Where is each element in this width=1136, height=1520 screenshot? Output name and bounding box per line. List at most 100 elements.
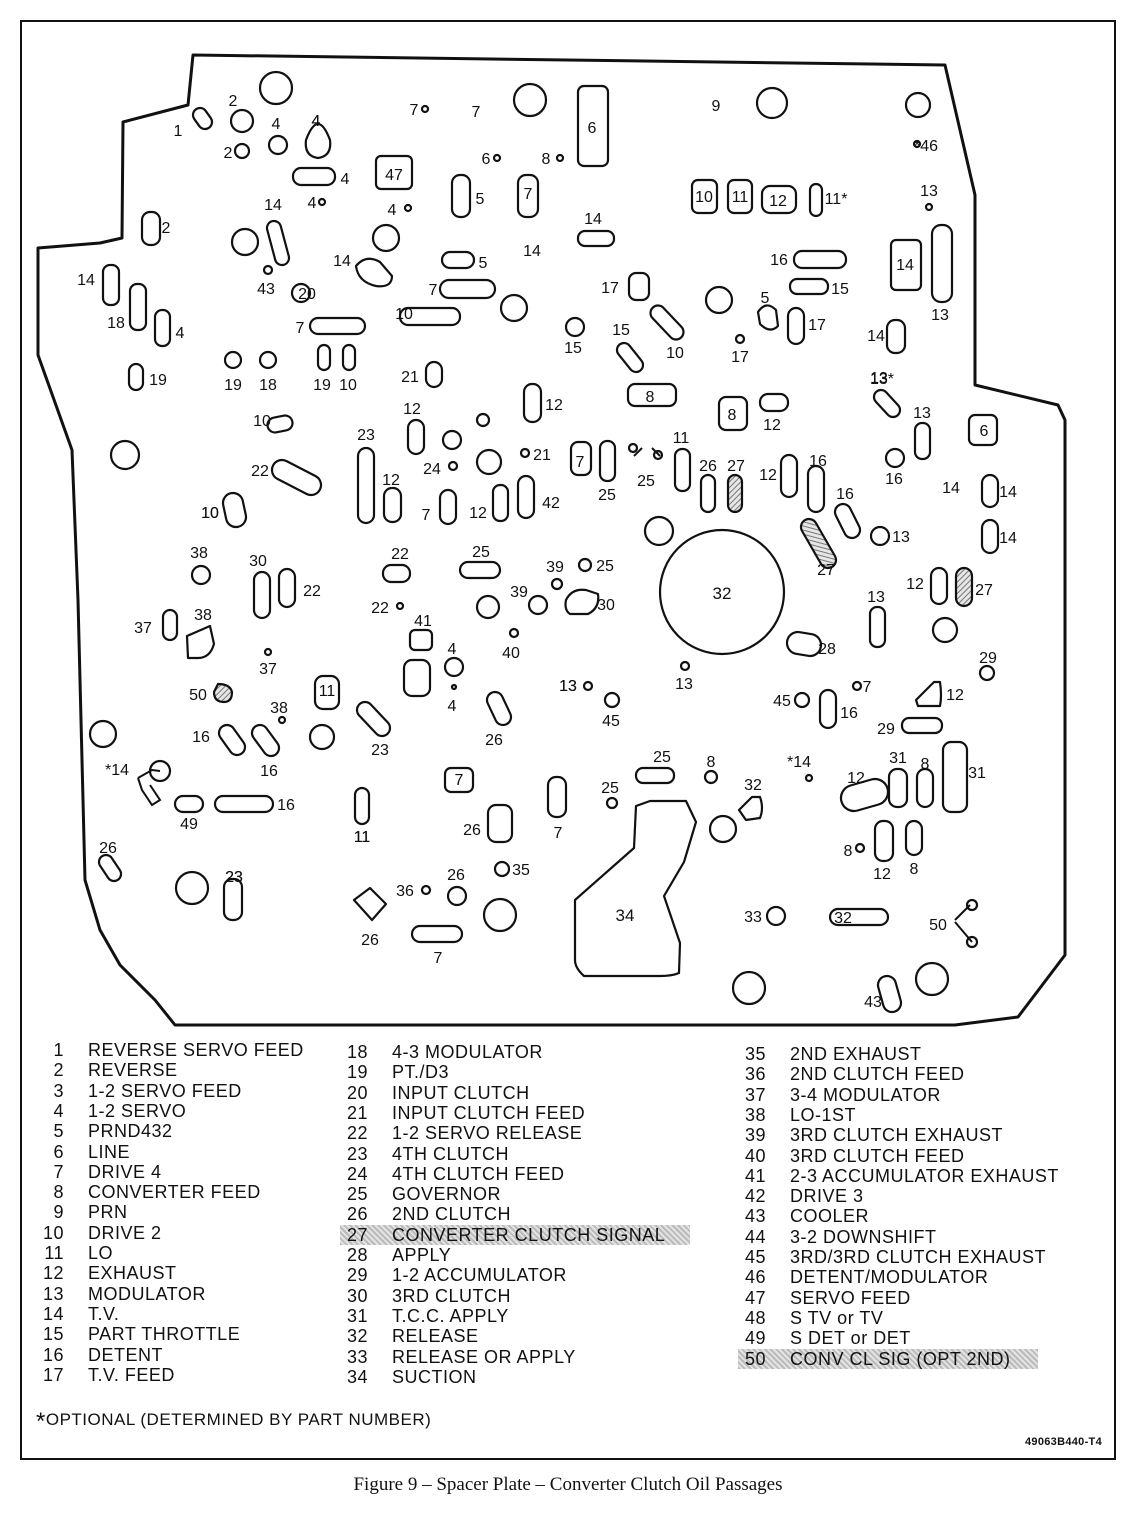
port-hole bbox=[290, 282, 312, 304]
passage-34 bbox=[573, 799, 698, 978]
small-hole bbox=[765, 905, 787, 927]
small-hole bbox=[508, 627, 520, 639]
plate-label: 4 bbox=[388, 202, 397, 219]
passage-6 bbox=[967, 413, 999, 447]
plate-label: 2 bbox=[162, 220, 171, 237]
passage-11 bbox=[726, 178, 754, 215]
passage-16 bbox=[818, 688, 838, 730]
plate-label: 33 bbox=[744, 909, 762, 926]
passage-26 bbox=[97, 853, 123, 883]
passage-11 bbox=[313, 674, 341, 711]
plate-label: 16 bbox=[277, 797, 295, 814]
passage-14 bbox=[354, 257, 394, 288]
small-hole bbox=[233, 142, 251, 160]
passage-14 bbox=[576, 229, 616, 248]
port-hole bbox=[475, 594, 501, 620]
optional-note: *OPTIONAL (DETERMINED BY PART NUMBER) bbox=[36, 1408, 431, 1436]
part-code: 49063B440-T4 bbox=[1025, 1436, 1102, 1448]
plate-label: 8 bbox=[542, 151, 551, 168]
passage-15 bbox=[615, 341, 645, 374]
plate-label: 7 bbox=[429, 282, 438, 299]
passage-7 bbox=[438, 488, 458, 526]
plate-label: 25 bbox=[637, 473, 655, 490]
plate-label: 14 bbox=[942, 480, 960, 497]
plate-label: 25 bbox=[596, 558, 614, 575]
passage-11 bbox=[353, 786, 371, 826]
plate-label: 45 bbox=[602, 713, 620, 730]
plate-label: 31 bbox=[889, 750, 907, 767]
plate-label: 47 bbox=[385, 167, 403, 184]
plate-label: *14 bbox=[787, 754, 811, 771]
small-hole bbox=[263, 647, 273, 657]
passage-12 bbox=[873, 819, 895, 863]
plate-label: 13 bbox=[675, 676, 693, 693]
small-hole bbox=[912, 139, 922, 149]
plate-label: 8 bbox=[844, 843, 853, 860]
passage-4 bbox=[291, 166, 337, 187]
plate-label: 19 bbox=[149, 372, 167, 389]
leader-50 bbox=[954, 904, 973, 943]
passage-26 bbox=[486, 803, 514, 844]
plate-label: 12 bbox=[873, 866, 891, 883]
port-hole bbox=[88, 719, 118, 749]
plate-label: 27 bbox=[975, 582, 993, 599]
leader-14 bbox=[137, 768, 162, 807]
plate-label: 8 bbox=[921, 756, 930, 773]
small-hole bbox=[793, 691, 811, 709]
small-hole bbox=[884, 447, 906, 469]
passage-22 bbox=[381, 563, 412, 584]
plate-label: 50 bbox=[929, 917, 947, 934]
passage-19 bbox=[316, 343, 332, 372]
port-hole bbox=[512, 82, 548, 118]
plate-label: 19 bbox=[313, 377, 331, 394]
passage-23 bbox=[356, 446, 376, 525]
passage-27 bbox=[726, 473, 744, 514]
passage-14 bbox=[889, 238, 923, 292]
port-hole bbox=[258, 70, 294, 106]
passage-42 bbox=[516, 474, 536, 520]
optional-note-text: OPTIONAL (DETERMINED BY PART NUMBER) bbox=[45, 1410, 432, 1429]
plate-label: 7 bbox=[455, 772, 464, 789]
plate-label: 7 bbox=[472, 104, 481, 121]
plate-label: 10 bbox=[695, 189, 713, 206]
port-25 bbox=[652, 449, 664, 461]
plate-label: 30 bbox=[249, 553, 267, 570]
passage-13 bbox=[868, 605, 887, 649]
plate-label: 28 bbox=[818, 641, 836, 658]
plate-label: 16 bbox=[260, 763, 278, 780]
passage-10 bbox=[266, 414, 294, 434]
passage-12 bbox=[491, 483, 510, 523]
plate-label: 37 bbox=[259, 661, 277, 678]
passage-22 bbox=[277, 567, 297, 609]
plate-label: 13 bbox=[559, 678, 577, 695]
plate-label: 25 bbox=[601, 780, 619, 797]
passage-16 bbox=[806, 464, 826, 514]
plate-label: 23 bbox=[225, 869, 243, 886]
small-hole bbox=[450, 683, 458, 691]
plate-label: 7 bbox=[863, 679, 872, 696]
passage-16 bbox=[217, 723, 247, 757]
passage-23 bbox=[222, 877, 244, 922]
passage-12 bbox=[406, 418, 426, 456]
passage-10 bbox=[398, 306, 462, 327]
plate-label: 13 bbox=[559, 678, 577, 695]
passage-7 bbox=[546, 775, 568, 819]
small-hole bbox=[420, 104, 430, 114]
passage-14 bbox=[885, 318, 907, 355]
passage-1 bbox=[191, 106, 214, 131]
plate-label: 12 bbox=[469, 505, 487, 522]
plate-label: 8 bbox=[646, 389, 655, 406]
plate-label: 11* bbox=[825, 191, 848, 208]
plate-label: 13 bbox=[870, 370, 888, 387]
small-hole bbox=[603, 691, 621, 709]
plate-label: 25 bbox=[598, 487, 616, 504]
plate-label: 10 bbox=[339, 377, 357, 394]
plate-label: 29 bbox=[979, 650, 997, 667]
plate-label: 32 bbox=[834, 910, 852, 927]
passage-23 bbox=[355, 700, 392, 738]
small-hole bbox=[550, 577, 564, 591]
plate-label: 7 bbox=[410, 102, 419, 119]
small-hole bbox=[679, 660, 691, 672]
plate-label: 34 bbox=[616, 906, 635, 925]
plate-label: 11 bbox=[673, 430, 690, 447]
